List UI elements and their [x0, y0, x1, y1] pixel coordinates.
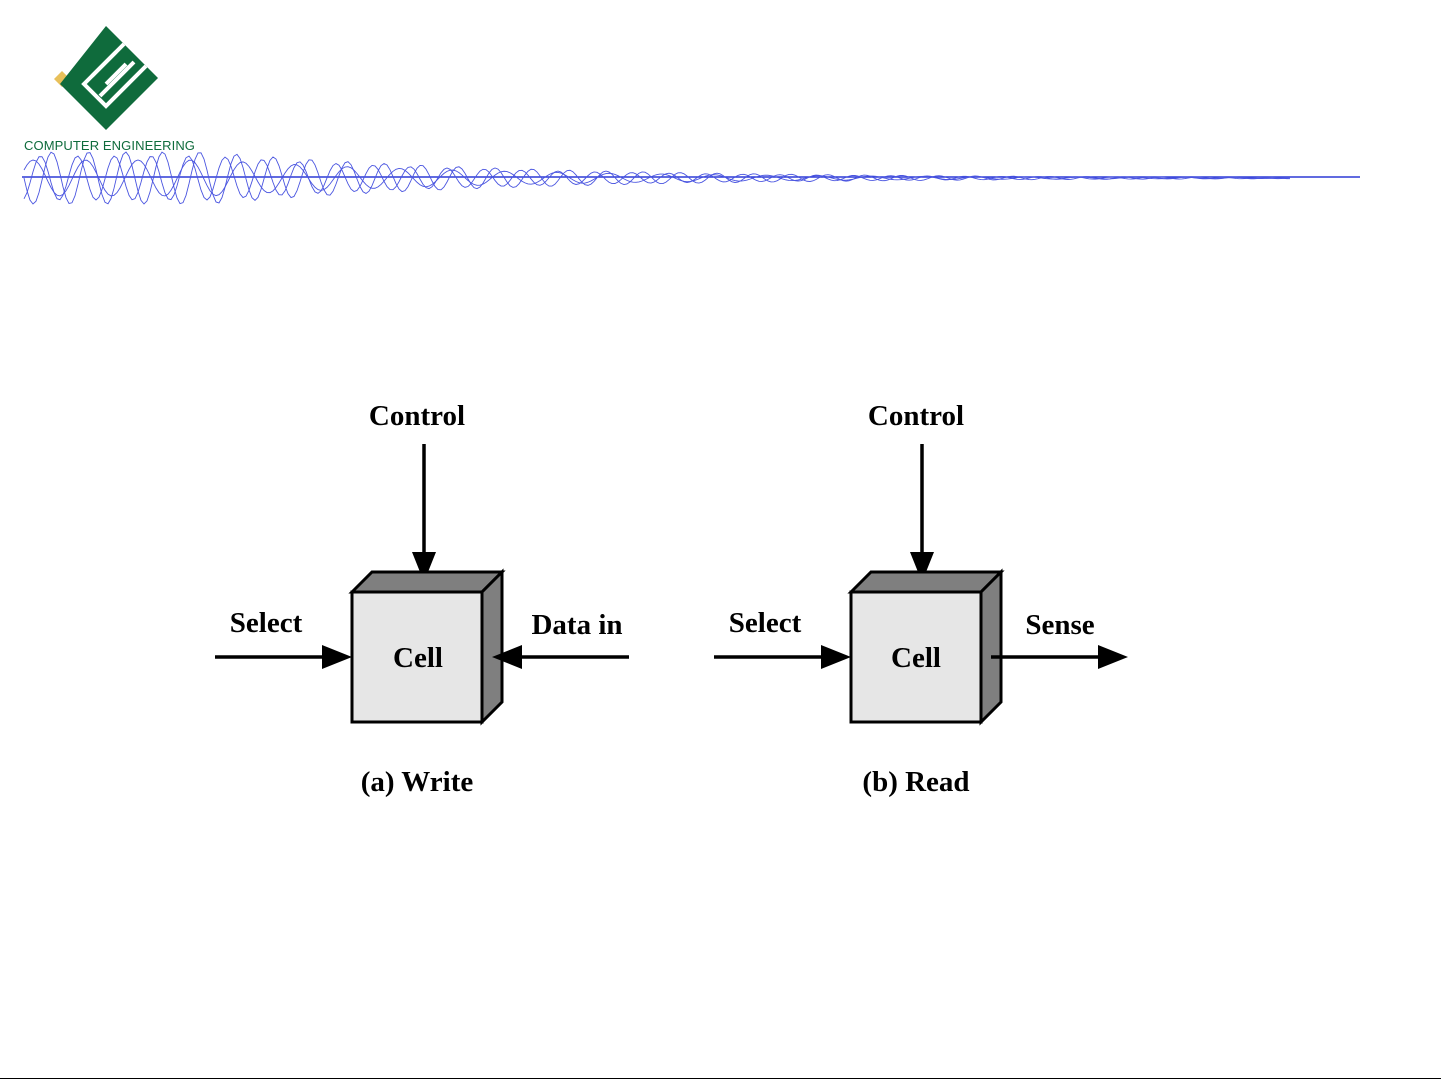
write-cell-label: Cell — [393, 642, 443, 674]
write-select-label: Select — [230, 607, 303, 639]
read-select-label: Select — [729, 607, 802, 639]
read-cell-label: Cell — [891, 642, 941, 674]
read-cell-top-face — [851, 572, 1001, 592]
read-select-arrowhead — [821, 645, 851, 669]
read-cell-side-face — [981, 572, 1001, 722]
write-cell-top-face — [352, 572, 502, 592]
read-sense-label: Sense — [1025, 609, 1094, 641]
write-data-in-label: Data in — [531, 609, 622, 641]
read-caption: (b) Read — [862, 766, 969, 798]
write-caption: (a) Write — [361, 766, 474, 798]
footer-divider — [0, 1078, 1441, 1079]
write-cell-side-face — [482, 572, 502, 722]
write-control-label: Control — [369, 400, 465, 432]
write-select-arrowhead — [322, 645, 352, 669]
read-control-label: Control — [868, 400, 964, 432]
write-operation-panel: Control Cell Select Data in (a) Write — [215, 400, 629, 798]
read-operation-panel: Control Cell Select Sense (b) Read — [714, 400, 1128, 798]
read-sense-arrowhead — [1098, 645, 1128, 669]
